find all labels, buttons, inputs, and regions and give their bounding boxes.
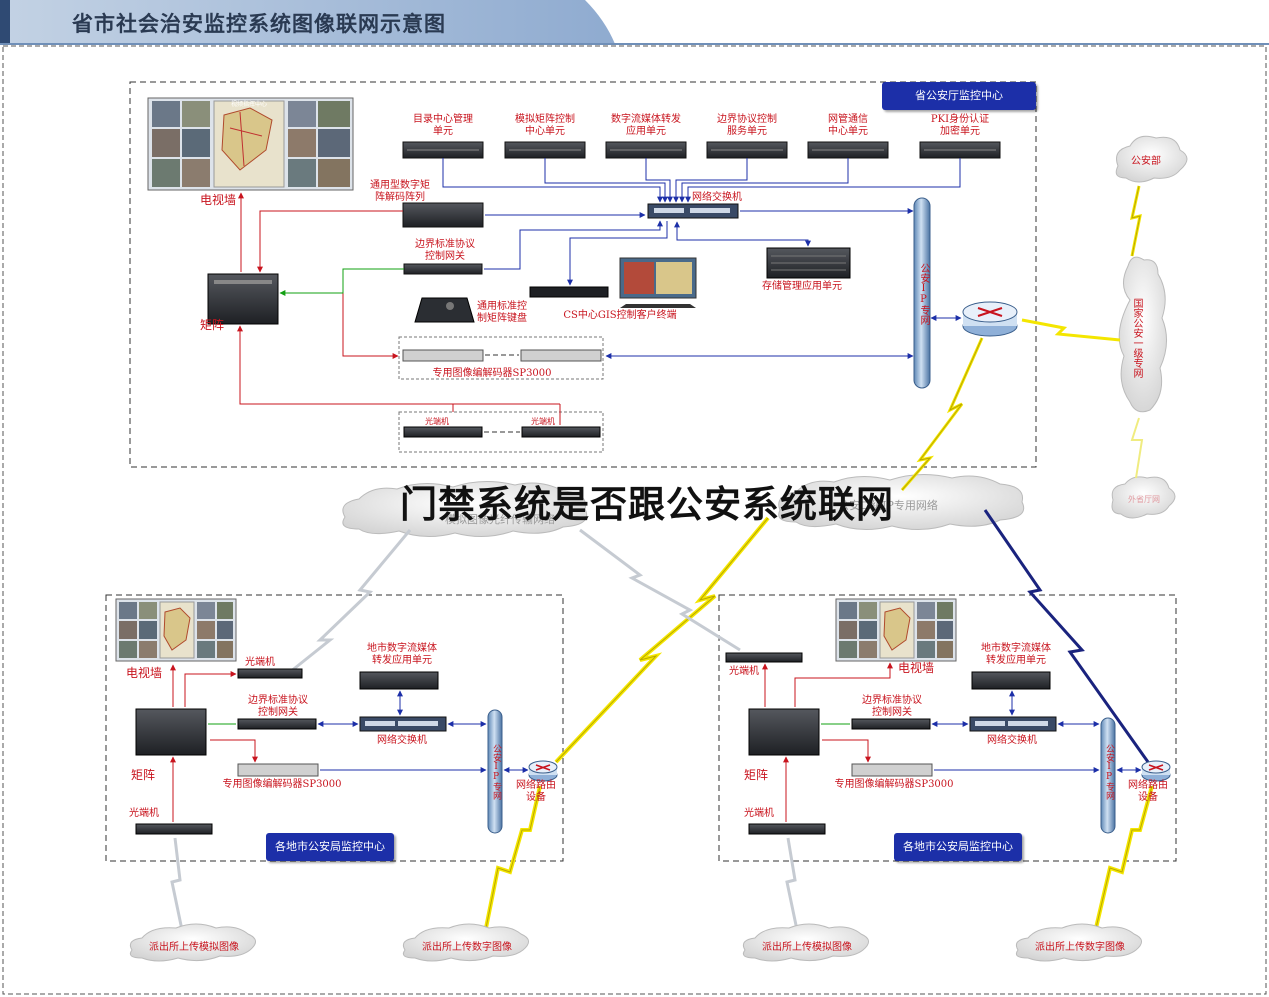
ip-net-cloud-label: 公安二级IP专用网络 bbox=[838, 499, 938, 512]
ip-net-label: 公安IP专网 bbox=[918, 263, 929, 325]
city-right-analog-cloud-label: 派出所上传模拟图像 bbox=[762, 942, 852, 953]
city-left-digital-cloud-label: 派出所上传数字图像 bbox=[422, 942, 512, 953]
overlay-headline: 门禁系统是否跟公安系统联网 bbox=[400, 483, 894, 526]
city-left-optical-bottom-label: 光端机 bbox=[129, 808, 159, 819]
other-province-cloud-label: 外省厅网 bbox=[1128, 495, 1160, 504]
decoder-matrix-label: 通用型数字矩 阵解码阵列 bbox=[370, 180, 430, 203]
tv-wall-label: 电视墙 bbox=[199, 193, 236, 207]
city-left-codec-label: 专用图像编解码器SP3000 bbox=[222, 779, 342, 790]
ministry-cloud-label: 公安部 bbox=[1131, 156, 1161, 167]
city-left-ip-net-label: 公安IP专网 bbox=[491, 744, 501, 800]
server-label-catalog: 目录中心管理 单元 bbox=[413, 114, 473, 137]
codec-label: 专用图像编解码器SP3000 bbox=[432, 368, 552, 379]
server-label-analog-matrix: 模拟矩阵控制 中心单元 bbox=[515, 114, 575, 137]
server-label-pki: PKI身份认证 加密单元 bbox=[930, 114, 990, 137]
city-right-badge: 各地市公安局监控中心 bbox=[894, 833, 1022, 861]
keyboard-label: 通用标准控 制矩阵键盘 bbox=[477, 301, 527, 324]
server-label-border-protocol: 边界协议控制 服务单元 bbox=[717, 114, 777, 137]
city-left-switch-label: 网络交换机 bbox=[377, 735, 427, 746]
city-right-matrix-label: 矩阵 bbox=[743, 768, 768, 782]
matrix-label: 矩阵 bbox=[199, 318, 224, 332]
city-left-stream-label: 地市数字流媒体 转发应用单元 bbox=[367, 643, 437, 666]
storage-label: 存储管理应用单元 bbox=[762, 281, 842, 292]
analog-net-cloud-label: 模拟图像光纤传输网络 bbox=[445, 513, 555, 526]
optical-2-label: 光端机 bbox=[531, 417, 555, 426]
city-left-tv-wall-label: 电视墙 bbox=[125, 666, 162, 680]
city-right-stream-label: 地市数字流媒体 转发应用单元 bbox=[981, 643, 1051, 666]
city-left-analog-cloud-label: 派出所上传模拟图像 bbox=[149, 942, 239, 953]
city-left-gateway-label: 边界标准协议 控制网关 bbox=[248, 695, 308, 718]
city-right-tv-wall-label: 电视墙 bbox=[897, 661, 934, 675]
server-label-stream: 数字流媒体转发 应用单元 bbox=[611, 114, 681, 137]
city-right-codec-label: 专用图像编解码器SP3000 bbox=[834, 779, 954, 790]
page-title: 省市社会治安监控系统图像联网示意图 bbox=[72, 12, 446, 36]
city-left-matrix-label: 矩阵 bbox=[130, 768, 155, 782]
national-net-cloud-label: 国家公安一级专网 bbox=[1131, 298, 1142, 378]
city-right-digital-cloud-label: 派出所上传数字图像 bbox=[1035, 942, 1125, 953]
city-left-badge: 各地市公安局监控中心 bbox=[266, 833, 394, 861]
tv-wall-screen-label: 视频指挥中心 bbox=[230, 101, 267, 108]
city-right-optical-bottom-label: 光端机 bbox=[744, 808, 774, 819]
city-right-optical-top-label: 光端机 bbox=[729, 666, 759, 677]
city-left-router-label: 网络路由 设备 bbox=[516, 780, 556, 803]
city-right-router-label: 网络路由 设备 bbox=[1128, 780, 1168, 803]
server-label-nms: 网管通信 中心单元 bbox=[828, 114, 868, 137]
city-left-optical-top-label: 光端机 bbox=[245, 657, 275, 668]
city-right-gateway-label: 边界标准协议 控制网关 bbox=[862, 695, 922, 718]
cs-terminal-label: CS中心GIS控制客户终端 bbox=[563, 310, 677, 321]
network-switch-label: 网络交换机 bbox=[692, 192, 742, 203]
city-right-switch-label: 网络交换机 bbox=[987, 735, 1037, 746]
optical-1-label: 光端机 bbox=[425, 417, 449, 426]
gateway-label: 边界标准协议 控制网关 bbox=[415, 239, 475, 262]
province-center-badge: 省公安厅监控中心 bbox=[882, 82, 1036, 110]
city-right-ip-net-label: 公安IP专网 bbox=[1104, 744, 1114, 800]
